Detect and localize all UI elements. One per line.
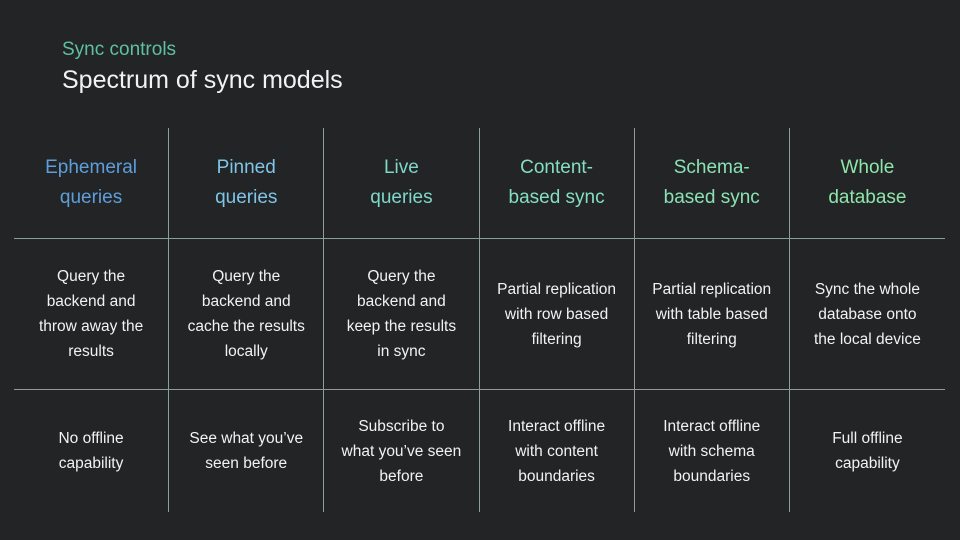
column-header-live-queries: Live queries (324, 128, 480, 239)
offline-cell-ephemeral-queries: No offline capability (14, 390, 170, 512)
column-header-whole-database: Whole database (789, 128, 945, 239)
offline-cell-schema-based-sync: Interact offline with schema boundaries (635, 390, 790, 512)
offline-cell-content-based-sync: Interact offline with content boundaries (480, 390, 635, 512)
title-block: Sync controls Spectrum of sync models (62, 38, 343, 96)
column-header-content-based-sync: Content- based sync (479, 128, 635, 239)
description-cell-ephemeral-queries: Query the backend and throw away the res… (14, 239, 170, 390)
slide-title: Spectrum of sync models (62, 66, 343, 94)
description-cell-pinned-queries: Query the backend and cache the results … (169, 239, 325, 390)
offline-cell-live-queries: Subscribe to what you’ve seen before (324, 390, 480, 512)
offline-cell-pinned-queries: See what you’ve seen before (169, 390, 325, 512)
description-cell-content-based-sync: Partial replication with row based filte… (479, 239, 635, 390)
column-header-pinned-queries: Pinned queries (169, 128, 325, 239)
offline-cell-whole-database: Full offline capability (832, 430, 903, 472)
slide-eyebrow: Sync controls (62, 39, 177, 60)
column-header-schema-based-sync: Schema- based sync (634, 128, 790, 239)
description-cell-schema-based-sync: Partial replication with table based fil… (634, 239, 790, 390)
column-header-ephemeral-queries: Ephemeral queries (14, 128, 170, 239)
description-cell-whole-database: Sync the whole database onto the local d… (789, 239, 945, 390)
sync-models-table: Ephemeral queries Pinned queries Live qu… (14, 128, 945, 512)
description-cell-live-queries: Query the backend and keep the results i… (324, 239, 480, 390)
